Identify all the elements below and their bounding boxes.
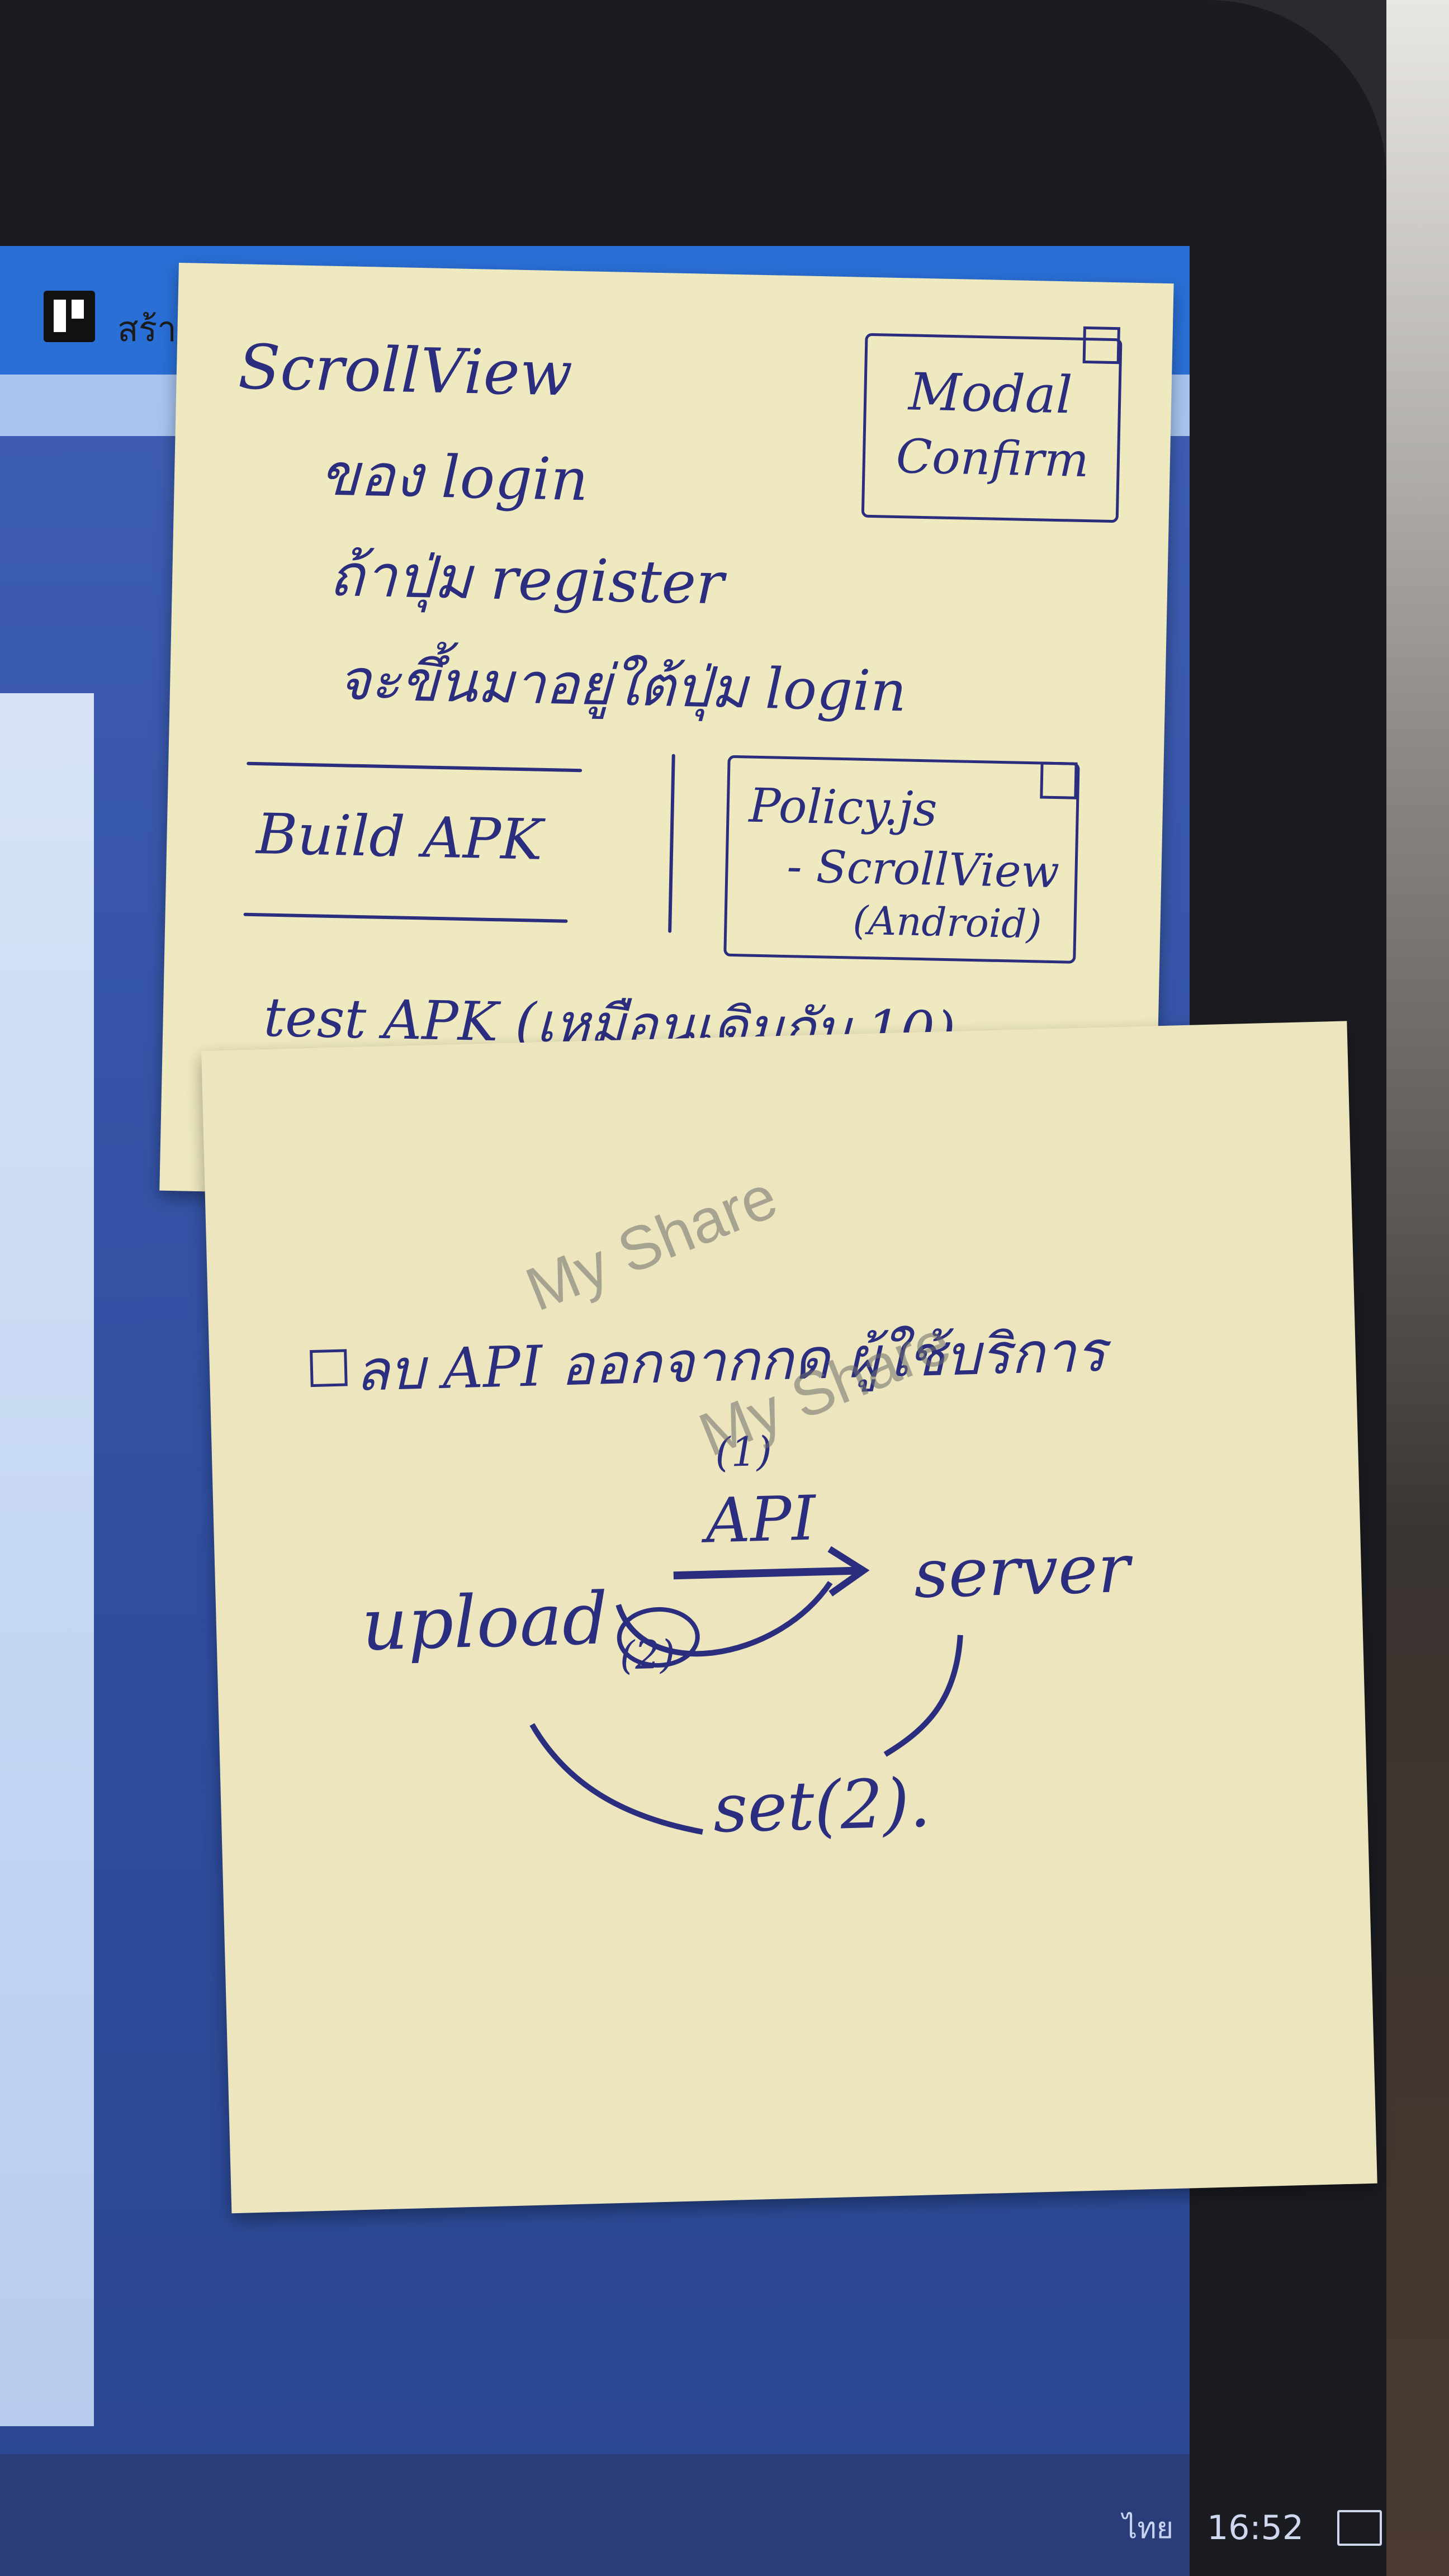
step-2-circle xyxy=(617,1607,700,1668)
arrow-head xyxy=(827,1546,870,1597)
note-text-scrollview: ScrollView xyxy=(237,331,574,410)
divider-line xyxy=(243,912,568,923)
clock[interactable]: 16:52 xyxy=(1207,2508,1304,2547)
note-text-modal: Modal xyxy=(908,362,1073,425)
background-desk xyxy=(1386,0,1449,2576)
trello-icon[interactable] xyxy=(44,291,95,342)
arrow-server-to-upload xyxy=(615,1581,833,1657)
note-text-scrollview-2: - ScrollView xyxy=(786,840,1060,898)
notification-icon[interactable] xyxy=(1337,2509,1382,2546)
app-left-panel xyxy=(0,693,94,2426)
note-text-build-apk: Build APK xyxy=(255,801,543,873)
arrow-set-to-upload xyxy=(529,1723,703,1835)
note-text-android: (Android) xyxy=(852,897,1043,948)
arrow-server-to-set xyxy=(883,1635,963,1757)
divider-line xyxy=(668,754,675,933)
divider-line xyxy=(247,761,583,773)
system-tray: ไทย 16:52 xyxy=(1123,2504,1382,2551)
flow-arrows xyxy=(529,1546,963,1835)
sticky-note-bottom: ลบ API ออกจากกด ผู้ใช้บริการ (1) API upl… xyxy=(201,1021,1377,2214)
note-text-register: ถ้าปุ่ม register xyxy=(328,541,725,618)
arrow-upload-to-server xyxy=(673,1566,858,1580)
tab-label[interactable]: สร้า xyxy=(117,309,177,349)
language-indicator[interactable]: ไทย xyxy=(1123,2512,1174,2545)
checkbox-icon xyxy=(1040,761,1078,799)
note-text-confirm: Confirm xyxy=(896,428,1090,488)
note-text-login: ของ login xyxy=(319,440,589,514)
note-text-policy: Policy.js xyxy=(748,778,938,837)
checkbox-icon xyxy=(1082,326,1120,364)
note-text-below-login: จะขึ้นมาอยู่ใต้ปุ่ม login xyxy=(337,647,907,724)
windows-taskbar xyxy=(0,2454,1190,2576)
